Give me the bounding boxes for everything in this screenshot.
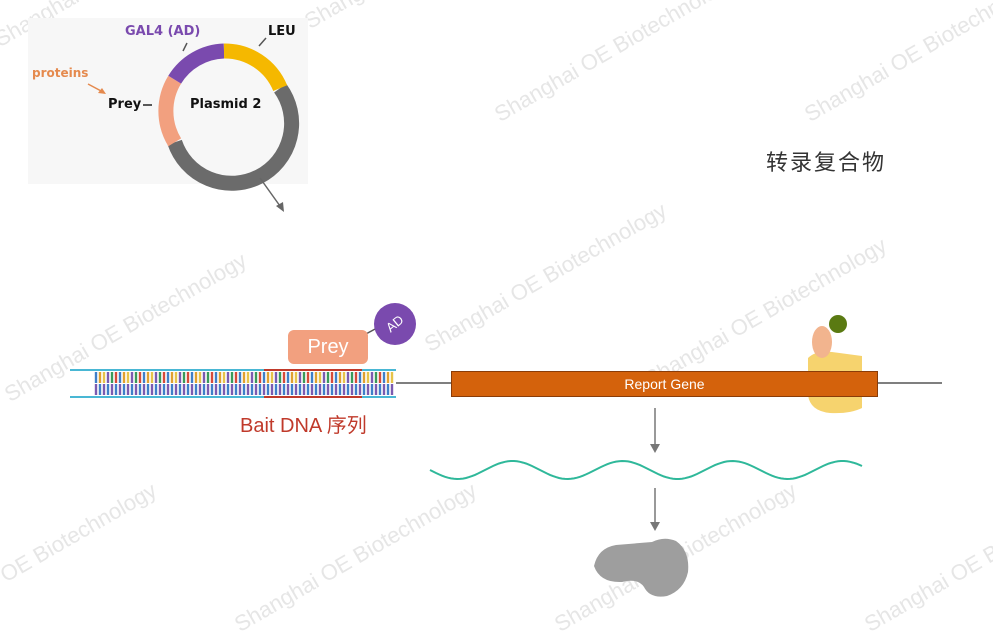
plasmid-segment-leu (223, 43, 288, 92)
protein-product (594, 538, 689, 597)
plasmid-segment-prey (158, 75, 182, 147)
cofactor-dot (829, 315, 847, 333)
plasmid-down-arrowhead (276, 202, 284, 212)
plasmid-center-label: Plasmid 2 (190, 97, 262, 112)
plasmid-segment-gray (167, 83, 300, 191)
mrna-wave (429, 459, 863, 481)
prey-plasmid-label: Prey (108, 97, 142, 112)
plasmid-down-arrow (259, 177, 281, 207)
ad-label: AD (382, 312, 407, 336)
transcription-factor (812, 326, 832, 358)
translation-arrowhead (650, 522, 660, 531)
proteins-arrowhead (98, 88, 106, 94)
bait-dna-label: Bait DNA 序列 (240, 415, 367, 437)
plasmid-segment-gal4 (168, 43, 225, 84)
leu-label: LEU (268, 24, 296, 39)
proteins-label: proteins (32, 66, 89, 80)
gal4-leader (182, 42, 188, 52)
dna-base-pairs (94, 372, 394, 395)
leu-leader (258, 37, 267, 47)
ad-domain: AD (374, 303, 416, 345)
plasmid-ring (158, 43, 300, 191)
transcription-arrowhead (650, 444, 660, 453)
report-gene: Report Gene (451, 371, 878, 397)
prey-protein: Prey (288, 330, 368, 364)
diagram-graphics (70, 37, 942, 597)
transcription-complex-label: 转录复合物 (766, 151, 887, 176)
gal4-ad-label: GAL4 (AD) (125, 24, 201, 39)
